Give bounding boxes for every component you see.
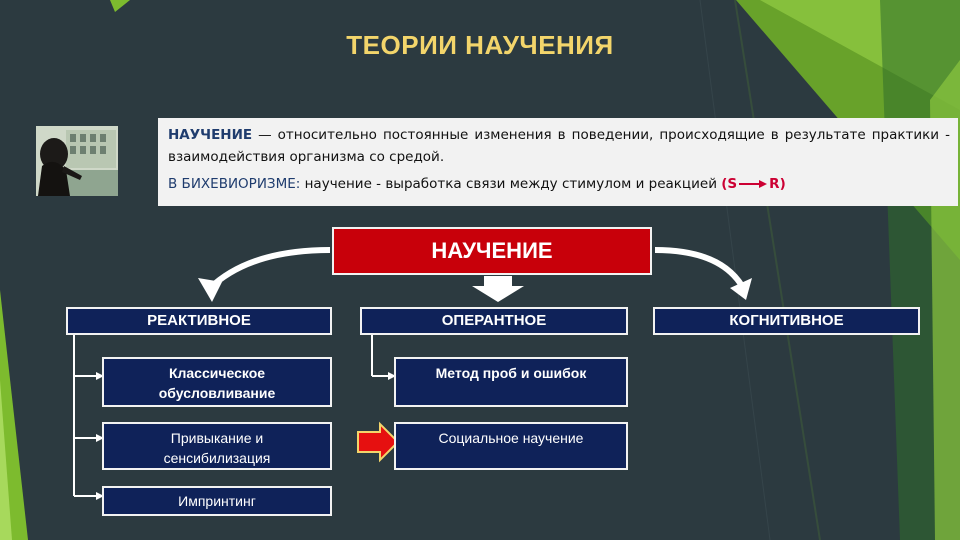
behaviorism-term: В БИХЕВИОРИЗМЕ: (168, 176, 301, 192)
definition-term: НАУЧЕНИЕ (168, 127, 253, 143)
definition-body: — относительно постоянные изменения в по… (168, 127, 950, 165)
definition-text: НАУЧЕНИЕ — относительно постоянные измен… (168, 124, 950, 168)
node-habituation-line1: Привыкание и (170, 430, 264, 446)
node-social-learning: Социальное научение (394, 422, 628, 470)
category-reactive: РЕАКТИВНОЕ (66, 307, 332, 335)
node-habituation-line2: сенсибилизация (163, 450, 271, 466)
stimulus-response-arrow-icon (739, 180, 768, 188)
category-operant: ОПЕРАНТНОЕ (360, 307, 628, 335)
root-node-learning: НАУЧЕНИЕ (332, 227, 652, 275)
behaviorism-body: научение - выработка связи между стимуло… (300, 176, 722, 192)
category-cognitive: КОГНИТИВНОЕ (653, 307, 920, 335)
definition-panel: НАУЧЕНИЕ — относительно постоянные измен… (158, 118, 958, 206)
node-classical-conditioning: Классическое обусловливание (102, 357, 332, 407)
behaviorism-text: В БИХЕВИОРИЗМЕ: научение - выработка свя… (168, 176, 786, 192)
response-label: R) (769, 176, 786, 192)
stimulus-label: (S (721, 176, 738, 192)
slide-title: ТЕОРИИ НАУЧЕНИЯ (346, 30, 614, 60)
node-habituation: Привыкание и сенсибилизация (102, 422, 332, 470)
node-classical-line2: обусловливание (158, 385, 276, 401)
node-imprinting: Импринтинг (102, 486, 332, 516)
node-trial-and-error: Метод проб и ошибок (394, 357, 628, 407)
node-classical-line1: Классическое (168, 365, 266, 381)
person-at-control-panel-photo (36, 126, 118, 196)
